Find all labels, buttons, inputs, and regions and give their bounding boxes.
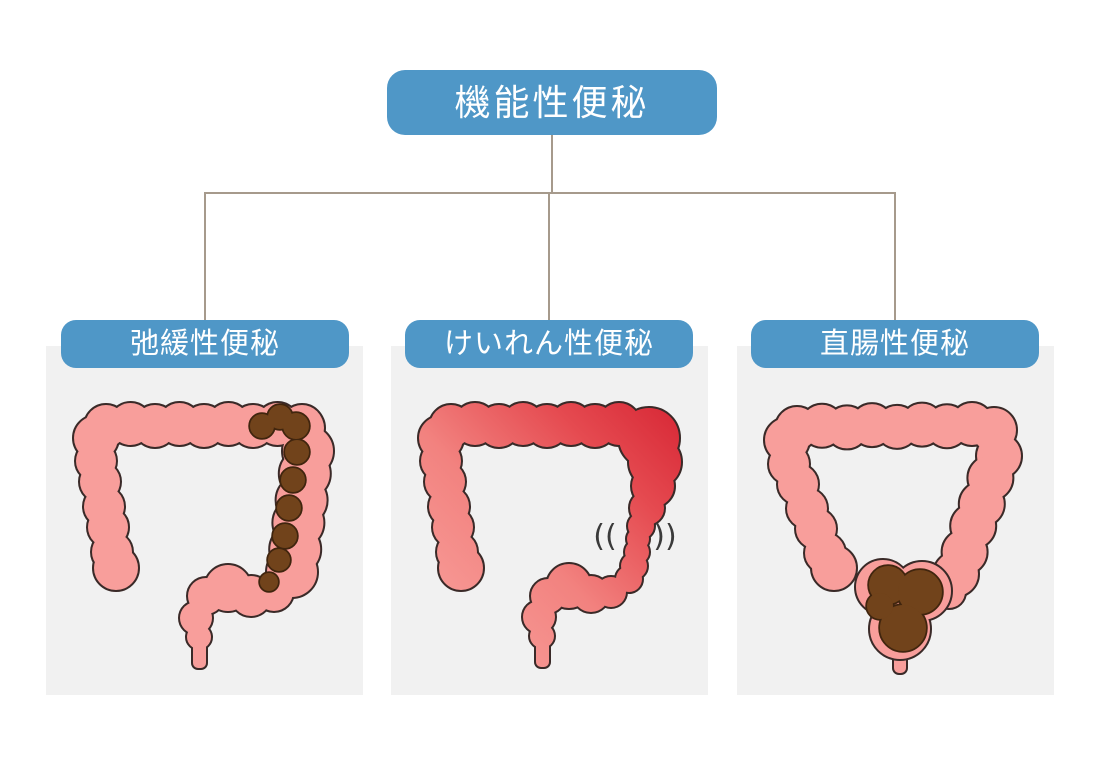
root-node: 機能性便秘 — [387, 70, 717, 135]
colon-illustration-atonic — [72, 401, 335, 670]
branch-label-atonic: 弛緩性便秘 — [61, 320, 349, 368]
colon-illustration-spastic: (()) — [417, 401, 683, 669]
panel-spastic: (()) — [391, 346, 708, 695]
panel-rectal — [737, 346, 1054, 695]
branch-label-rectal: 直腸性便秘 — [751, 320, 1039, 368]
spasm-mark-left: (( — [593, 519, 616, 554]
connector-drop-atonic — [204, 192, 206, 320]
colon-illustration-rectal — [763, 401, 1023, 675]
panel-atonic — [46, 346, 363, 695]
connector-drop-spastic — [548, 192, 550, 320]
connector-drop-rectal — [894, 192, 896, 320]
branch-label-spastic: けいれん性便秘 — [405, 320, 693, 368]
connector-horizontal — [204, 192, 896, 194]
connector-root-stub — [551, 135, 553, 193]
spasm-mark-right: )) — [653, 519, 676, 554]
